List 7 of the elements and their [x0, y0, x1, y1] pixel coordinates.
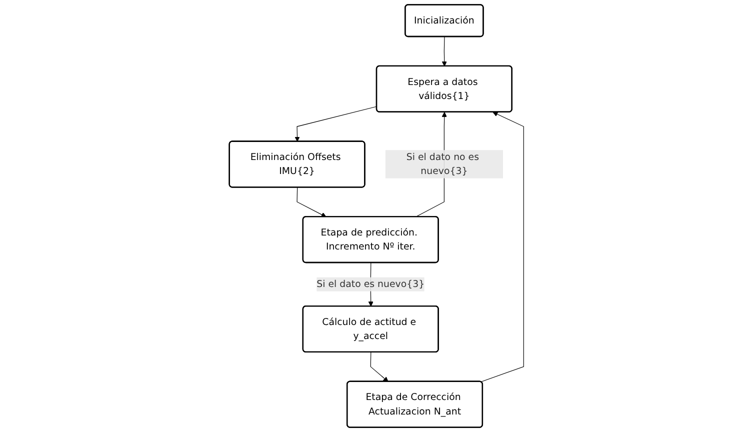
arrow [296, 187, 326, 218]
arrow [370, 352, 388, 382]
arrow [294, 106, 378, 142]
edge-label: Si el dato es nuevo{3} [316, 278, 425, 290]
arrow [442, 36, 447, 66]
arrow [480, 112, 524, 382]
edge-label: Si el dato no es nuevo{3} [406, 151, 479, 177]
